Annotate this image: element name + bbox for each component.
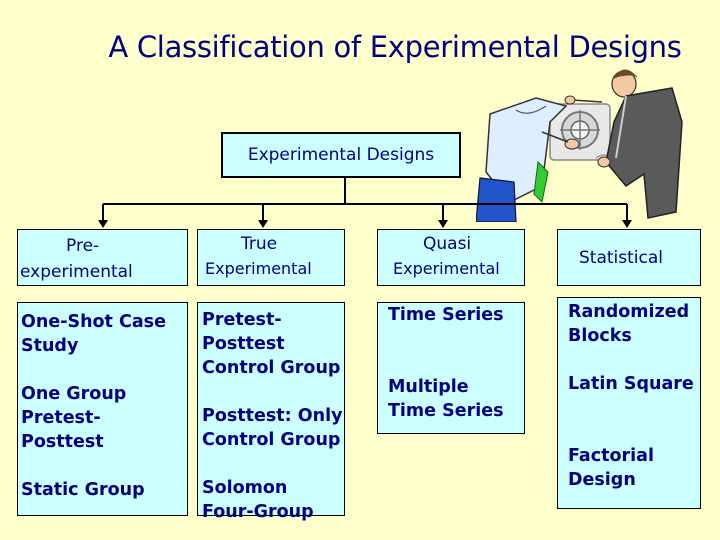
item-latin-square: Latin Square	[568, 374, 694, 394]
category-pre-line1: Pre-	[66, 236, 100, 256]
item-factorial-design: Factorial Design	[568, 446, 654, 490]
items-box-pre-experimental	[17, 302, 188, 516]
root-node-label: Experimental Designs	[247, 145, 435, 165]
item-time-series: Time Series	[388, 305, 504, 325]
scientists-illustration	[476, 69, 683, 222]
root-node-experimental-designs: Experimental Designs	[221, 132, 461, 178]
item-randomized-blocks: Randomized Blocks	[568, 302, 690, 346]
items-box-statistical	[557, 297, 701, 509]
item-multiple-time-series: Multiple Time Series	[388, 377, 504, 421]
category-quasi-line2: Experimental	[393, 259, 500, 278]
category-statistical-label: Statistical	[579, 248, 663, 268]
category-quasi-line1: Quasi	[423, 234, 472, 254]
category-pre-line2: experimental	[20, 262, 133, 282]
item-pretest-posttest-control-group: Pretest-Posttest Control Group	[202, 310, 341, 378]
category-true-line1: True	[241, 234, 278, 254]
item-solomon-four-group: Solomon Four-Group	[202, 478, 314, 522]
category-true-line2: Experimental	[205, 259, 312, 278]
item-static-group: Static Group	[21, 480, 145, 500]
item-posttest-only-control-group: Posttest: Only Control Group	[202, 406, 343, 450]
category-statistical: Statistical	[557, 229, 701, 286]
slide-title: A Classification of Experimental Designs	[108, 30, 682, 64]
items-box-true-experimental	[197, 302, 345, 516]
category-quasi-experimental: Quasi Experimental	[377, 229, 525, 286]
items-box-quasi-experimental	[377, 302, 525, 434]
item-one-group-pretest-posttest: One Group Pretest-Posttest	[21, 384, 127, 452]
category-true-experimental: True Experimental	[197, 229, 345, 286]
item-one-shot-case-study: One-Shot Case Study	[21, 312, 166, 356]
category-pre-experimental: Pre- experimental	[17, 229, 188, 286]
